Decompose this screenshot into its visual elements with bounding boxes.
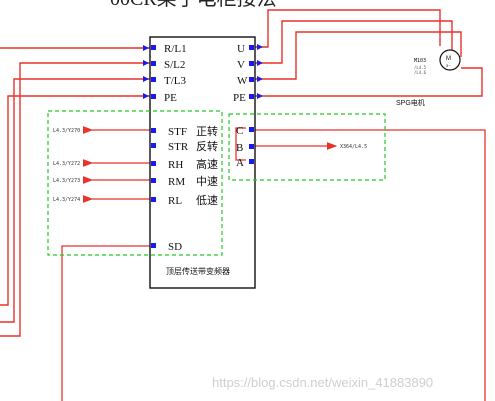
label-rl: RL <box>168 195 182 207</box>
label-high-speed: 高速 <box>196 157 218 171</box>
terminal-sd <box>151 243 156 248</box>
wire-t-l3 <box>0 78 150 323</box>
wire-pe-out <box>255 67 483 97</box>
terminal-s-l2 <box>151 61 156 66</box>
motor: M 3~ M103 /L4.5 /L4.6 SPG电机 <box>396 49 461 107</box>
label-relay-a: A <box>236 157 244 169</box>
label-mid-speed: 中速 <box>196 175 218 188</box>
wire-pe-in <box>0 95 150 306</box>
terminal-b <box>249 144 254 149</box>
label-low-speed: 低速 <box>196 194 218 207</box>
plc-ref-rh: L4.3/Y272 <box>53 161 80 167</box>
label-t-l3: T/L3 <box>164 75 186 87</box>
label-relay-c: C <box>236 125 243 137</box>
label-reverse: 反转 <box>196 139 218 153</box>
motor-id: M103 <box>414 58 426 64</box>
plc-ref-stf: L4.3/Y270 <box>53 128 80 134</box>
motor-spec-2: /L4.6 <box>414 70 427 75</box>
label-u: U <box>237 43 245 55</box>
power-output-wires <box>255 9 483 97</box>
diagram-title-fragment: 00CR某子电柜接法 <box>110 0 277 10</box>
wire-u <box>255 9 441 48</box>
plc-ref-rl: L4.3/Y274 <box>53 197 80 203</box>
label-forward: 正转 <box>196 124 218 138</box>
label-relay-b: B <box>236 142 243 154</box>
label-s-l2: S/L2 <box>164 59 185 71</box>
terminal-v <box>249 61 254 66</box>
input-arrow-t-l3 <box>143 76 149 82</box>
watermark: https://blog.csdn.net/weixin_41883890 <box>212 375 433 390</box>
motor-caption: SPG电机 <box>396 98 425 107</box>
relay-ref: X364/L4.5 <box>340 144 367 150</box>
terminal-stf <box>151 128 156 133</box>
label-rh: RH <box>168 159 183 171</box>
label-rm: RM <box>168 176 185 188</box>
wire-relay-c <box>255 129 486 401</box>
relay-contact-link <box>235 127 246 161</box>
wire-v <box>255 20 453 64</box>
terminal-pe-in <box>151 94 156 99</box>
control-wires <box>61 126 486 401</box>
terminal-str <box>151 143 156 148</box>
terminal-rm <box>151 178 156 183</box>
output-arrow-w <box>257 76 263 82</box>
wire-sd <box>61 245 150 401</box>
terminal-markers <box>151 45 254 248</box>
terminal-u <box>249 45 254 50</box>
label-pe-in: PE <box>164 92 177 104</box>
inverter-name: 顶层传送带变频器 <box>166 266 230 276</box>
relay-output-group <box>228 113 386 181</box>
power-input-wires <box>0 47 150 337</box>
terminal-pe-out <box>249 94 254 99</box>
plc-ref-rm: L4.3/Y273 <box>53 178 80 184</box>
label-w: W <box>237 75 248 87</box>
motor-phase: 3~ <box>446 63 451 68</box>
input-arrow-r-l1 <box>143 45 149 51</box>
terminal-a <box>249 159 254 164</box>
terminal-w <box>249 77 254 82</box>
motor-circle <box>439 49 461 71</box>
input-arrow-s-l2 <box>143 60 149 66</box>
motor-spec-1: /L4.5 <box>414 65 427 70</box>
input-arrow-pe-in <box>143 93 149 99</box>
label-v: V <box>237 59 245 71</box>
terminal-t-l3 <box>151 77 156 82</box>
terminal-rh <box>151 161 156 166</box>
inverter-box <box>149 36 256 289</box>
wire-s-l2 <box>0 62 150 337</box>
terminal-rl <box>151 197 156 202</box>
output-arrow-v <box>257 60 263 66</box>
label-str: STR <box>168 141 189 153</box>
control-terminal-group <box>47 110 223 256</box>
output-arrow-pe-out <box>257 93 263 99</box>
label-pe-out: PE <box>233 92 246 104</box>
motor-symbol: M <box>446 56 451 62</box>
terminal-c <box>249 127 254 132</box>
label-sd: SD <box>168 241 182 253</box>
label-r-l1: R/L1 <box>164 43 187 55</box>
label-stf: STF <box>168 126 187 138</box>
terminal-r-l1 <box>151 45 156 50</box>
output-arrow-u <box>257 44 263 50</box>
wire-w <box>255 31 462 80</box>
input-arrows <box>143 44 263 99</box>
